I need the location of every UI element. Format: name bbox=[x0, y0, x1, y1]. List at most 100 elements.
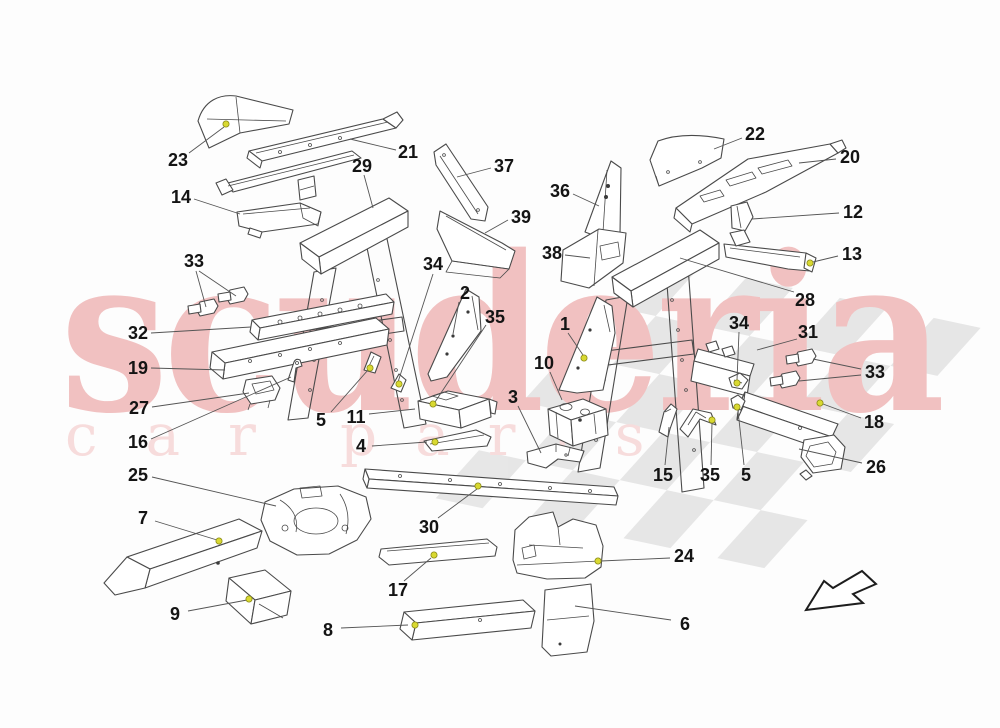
callout-label-23[interactable]: 23 bbox=[168, 150, 188, 170]
checker-cell bbox=[619, 432, 710, 491]
callout-label-35[interactable]: 35 bbox=[700, 465, 720, 485]
direction-arrow-icon bbox=[804, 569, 878, 612]
callout-label-2[interactable]: 2 bbox=[460, 283, 470, 303]
leader-line bbox=[710, 422, 713, 466]
callout-label-9[interactable]: 9 bbox=[170, 604, 180, 624]
callout-label-10[interactable]: 10 bbox=[534, 353, 554, 373]
part-marker-dot bbox=[429, 400, 437, 408]
callout-label-17[interactable]: 17 bbox=[388, 580, 408, 600]
part-marker-dot bbox=[594, 557, 602, 565]
callout-label-3[interactable]: 3 bbox=[508, 387, 518, 407]
checker-cell bbox=[713, 452, 804, 511]
callout-label-15[interactable]: 15 bbox=[653, 465, 673, 485]
callout-label-33[interactable]: 33 bbox=[184, 251, 204, 271]
leader-line bbox=[397, 273, 434, 383]
callout-label-31[interactable]: 31 bbox=[798, 322, 818, 342]
callout-label-26[interactable]: 26 bbox=[866, 457, 886, 477]
callout-label-24[interactable]: 24 bbox=[674, 546, 694, 566]
callout-label-6[interactable]: 6 bbox=[680, 614, 690, 634]
callout-label-13[interactable]: 13 bbox=[842, 244, 862, 264]
part-11-console bbox=[417, 390, 498, 429]
part-23-panel bbox=[197, 95, 294, 149]
callout-label-30[interactable]: 30 bbox=[419, 517, 439, 537]
part-marker-dot bbox=[222, 120, 230, 128]
leader-line bbox=[150, 367, 226, 371]
part-14-bracket bbox=[236, 202, 322, 239]
part-2-panel bbox=[427, 288, 482, 382]
callout-label-38[interactable]: 38 bbox=[542, 243, 562, 263]
callout-label-32[interactable]: 32 bbox=[128, 323, 148, 343]
leader-line bbox=[713, 137, 743, 150]
callout-label-8[interactable]: 8 bbox=[323, 620, 333, 640]
part-marker-dot bbox=[431, 438, 439, 446]
part-13-rail bbox=[723, 229, 817, 273]
callout-label-36[interactable]: 36 bbox=[550, 181, 570, 201]
callout-label-33[interactable]: 33 bbox=[865, 362, 885, 382]
leader-line bbox=[574, 605, 672, 621]
part-39-panel bbox=[436, 210, 516, 279]
part-marker-dot bbox=[215, 537, 223, 545]
part-marker-dot bbox=[395, 380, 403, 388]
callout-label-18[interactable]: 18 bbox=[864, 412, 884, 432]
leader-line bbox=[679, 257, 795, 293]
callout-label-1[interactable]: 1 bbox=[560, 314, 570, 334]
callout-label-5[interactable]: 5 bbox=[741, 465, 751, 485]
part-22-panel bbox=[649, 134, 725, 187]
part-marker-dot bbox=[430, 551, 438, 559]
leader-line bbox=[349, 138, 397, 151]
checker-cell bbox=[623, 490, 714, 549]
leader-line bbox=[151, 476, 277, 507]
part-7-beam bbox=[103, 518, 263, 596]
part-33-bolts-right bbox=[769, 348, 817, 389]
checker-cell bbox=[800, 355, 891, 414]
callout-label-35[interactable]: 35 bbox=[485, 307, 505, 327]
part-marker-dot bbox=[733, 403, 741, 411]
callout-label-14[interactable]: 14 bbox=[171, 187, 191, 207]
part-19-beam bbox=[209, 317, 390, 380]
leader-line bbox=[549, 371, 563, 401]
callout-label-20[interactable]: 20 bbox=[840, 147, 860, 167]
callout-label-11[interactable]: 11 bbox=[346, 407, 365, 427]
leader-line bbox=[198, 270, 237, 297]
callout-label-34[interactable]: 34 bbox=[729, 313, 749, 333]
part-32-rail bbox=[249, 293, 395, 341]
callout-label-27[interactable]: 27 bbox=[129, 398, 149, 418]
callout-label-25[interactable]: 25 bbox=[128, 465, 148, 485]
leader-line bbox=[736, 331, 740, 381]
part-21-rail bbox=[215, 111, 404, 196]
leader-line bbox=[188, 126, 225, 154]
callout-label-22[interactable]: 22 bbox=[745, 124, 765, 144]
leader-line bbox=[452, 301, 460, 335]
callout-label-39[interactable]: 39 bbox=[511, 207, 531, 227]
callout-label-16[interactable]: 16 bbox=[128, 432, 148, 452]
leader-line bbox=[371, 441, 428, 447]
part-36-panel bbox=[584, 160, 622, 239]
callout-label-5[interactable]: 5 bbox=[316, 410, 326, 430]
leader-line bbox=[150, 376, 292, 440]
leader-line bbox=[437, 488, 478, 519]
leader-line bbox=[798, 448, 863, 464]
part-12-bracket bbox=[730, 201, 754, 232]
part-3-plate bbox=[526, 443, 585, 469]
part-6-panel bbox=[541, 583, 595, 657]
part-30-crossmember bbox=[362, 468, 619, 506]
leader-line bbox=[751, 212, 840, 220]
leader-line bbox=[822, 403, 862, 419]
part-25-bulkhead bbox=[260, 485, 372, 556]
callout-label-21[interactable]: 21 bbox=[398, 142, 418, 162]
part-marker-dot bbox=[806, 259, 814, 267]
leader-line bbox=[567, 332, 584, 356]
callout-label-12[interactable]: 12 bbox=[843, 202, 863, 222]
leader-line bbox=[456, 167, 492, 178]
callout-label-29[interactable]: 29 bbox=[352, 156, 372, 176]
callout-label-37[interactable]: 37 bbox=[494, 156, 514, 176]
callout-label-34[interactable]: 34 bbox=[423, 254, 443, 274]
leader-line bbox=[193, 198, 241, 215]
leader-line bbox=[572, 193, 600, 207]
callout-label-19[interactable]: 19 bbox=[128, 358, 148, 378]
part-marker-dot bbox=[708, 416, 716, 424]
callout-label-28[interactable]: 28 bbox=[795, 290, 815, 310]
callout-label-7[interactable]: 7 bbox=[138, 508, 148, 528]
callout-label-4[interactable]: 4 bbox=[356, 436, 366, 456]
